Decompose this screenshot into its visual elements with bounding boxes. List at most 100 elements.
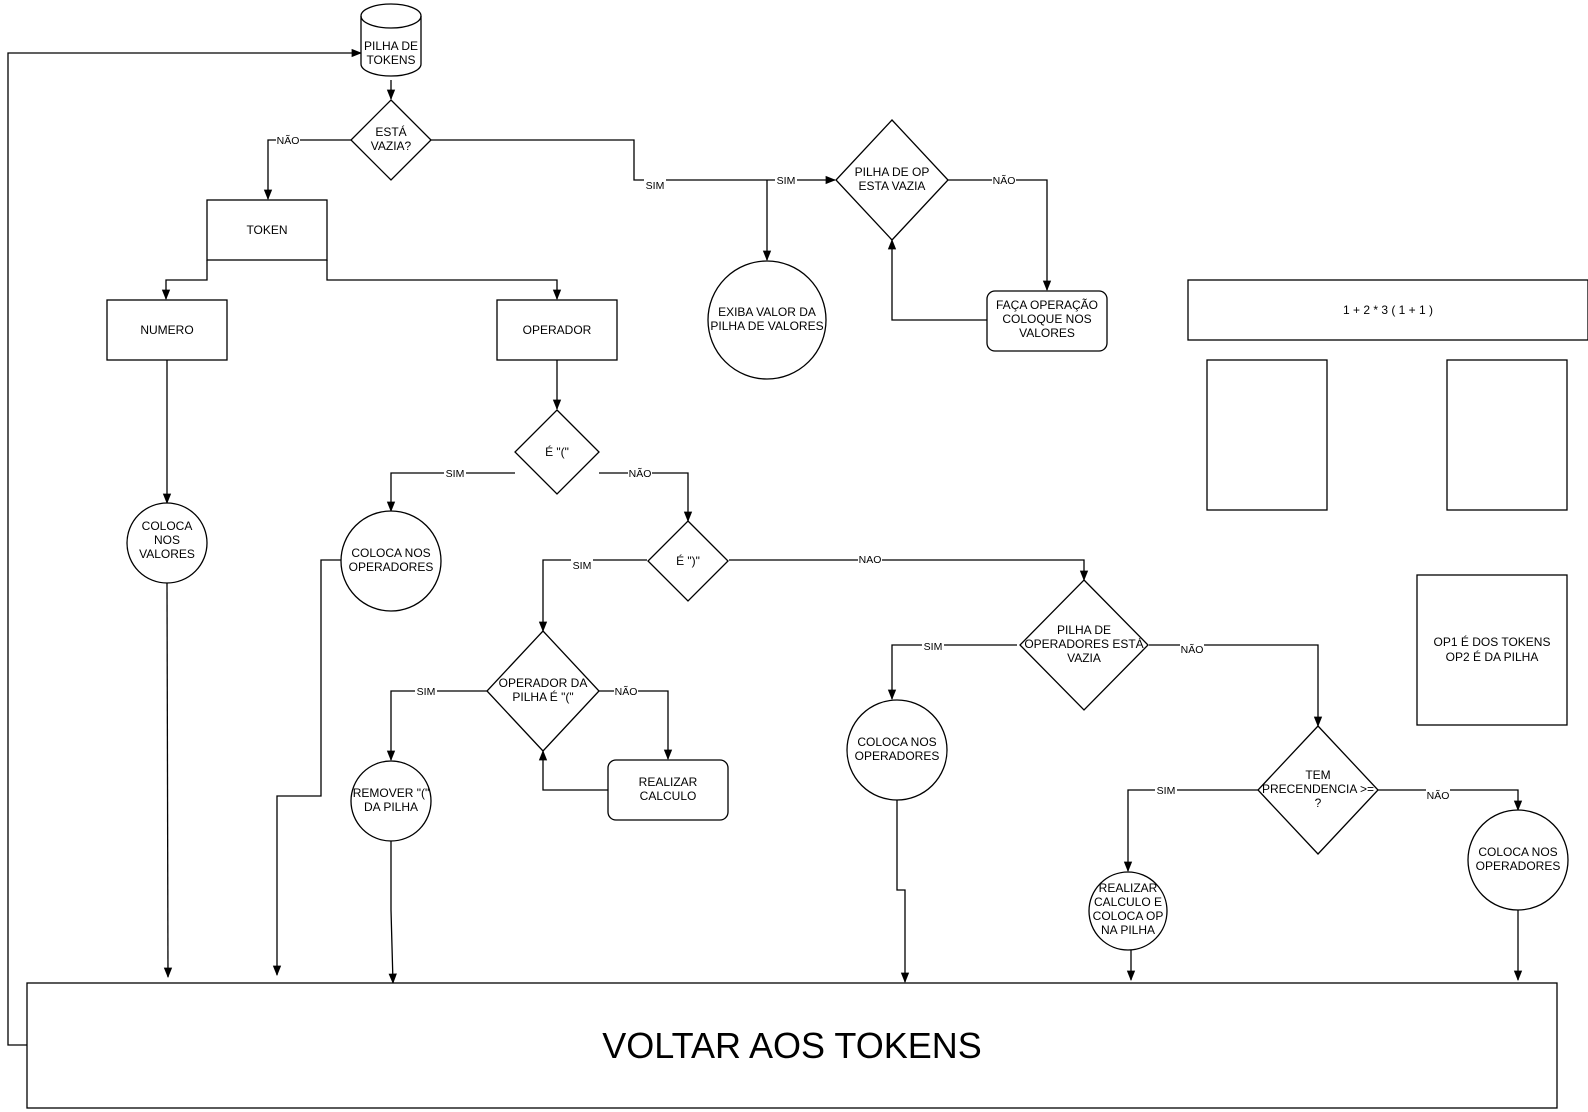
edge-pilhaopers-sim (887, 644, 1017, 701)
node-text: NUMERO (140, 323, 193, 337)
circle-shape (350, 760, 432, 842)
node-text: É "(" (545, 444, 569, 459)
label-oppilha-nao: NÃO (615, 685, 638, 698)
label-abre-sim: SIM (446, 468, 465, 480)
edge-vazia-nao-token (263, 139, 351, 201)
label-pilhaopers-sim: SIM (924, 641, 943, 653)
circle-shape (1467, 809, 1569, 911)
edge-labels: NÃO SIM SIM NÃO SIM NÃO SIM NAO SIM NÃO … (276, 134, 1450, 802)
diamond-shape (1257, 725, 1379, 855)
rect-shape (1416, 574, 1568, 726)
edge-prec-sim (1123, 789, 1258, 873)
label-abre-nao: NÃO (629, 467, 652, 480)
label-pilhaop-sim: SIM (777, 175, 796, 187)
edge-oppilha-nao (599, 690, 673, 761)
edge-pilhaopers-nao (1149, 644, 1323, 728)
edge-abre-nao (599, 472, 693, 523)
circle-shape (707, 260, 827, 380)
e-abre-parentese-decision[interactable]: É "(" (514, 409, 600, 495)
diamond-shape (486, 630, 600, 752)
edge-pilhaop-nao-faca (948, 179, 1052, 292)
empty-box-left[interactable] (1206, 359, 1328, 511)
diamond-shape (647, 520, 729, 602)
circle-shape (126, 502, 208, 584)
edge-token-operador (326, 260, 562, 301)
edge-remover-voltar (388, 840, 397, 985)
remover-parentese-node[interactable]: REMOVER "("DA PILHA (350, 760, 432, 842)
label-vazia-sim: SIM (646, 180, 665, 192)
node-text: OPERADOR (523, 323, 592, 337)
edge-faca-to-pilhaop (887, 238, 987, 321)
rounded-rect-shape (607, 759, 729, 821)
rect-shape (106, 299, 228, 361)
circle-shape (340, 510, 442, 612)
numero-node[interactable]: NUMERO (106, 299, 228, 361)
edge-fecha-sim (538, 559, 647, 633)
edge-operadores2-voltar (896, 800, 910, 984)
edge-valores-voltar (163, 582, 173, 979)
rounded-rect-shape (986, 290, 1108, 352)
rect-shape (206, 199, 328, 261)
edge-oppilha-sim (386, 690, 488, 762)
empty-box-right[interactable] (1446, 359, 1568, 511)
diamond-shape (1019, 579, 1149, 711)
cylinder-shape (360, 3, 422, 77)
edge-voltar-loop (7, 48, 363, 1046)
label-vazia-nao: NÃO (277, 134, 300, 147)
diamond-shape (835, 119, 949, 241)
rect-shape (26, 982, 1558, 1109)
label-fecha-nao: NAO (859, 554, 882, 566)
label-pilhaopers-nao: NÃO (1181, 643, 1204, 656)
edge-token-numero (161, 260, 208, 301)
node-text: TOKEN (246, 223, 287, 237)
node-text: REMOVER "("DA PILHA (353, 786, 430, 814)
token-node[interactable]: TOKEN (206, 199, 328, 261)
operador-node[interactable]: OPERADOR (496, 299, 618, 361)
label-pilhaop-nao: NÃO (993, 174, 1016, 187)
rect-shape (496, 299, 618, 361)
edge-realizar-to-oppilha (538, 749, 608, 791)
rect-shape (1187, 279, 1588, 341)
edge-abre-sim (386, 472, 515, 513)
node-text: 1 + 2 * 3 ( 1 + 1 ) (1343, 303, 1433, 317)
edge-fecha-nao (729, 559, 1089, 582)
expression-box[interactable]: 1 + 2 * 3 ( 1 + 1 ) (1187, 279, 1588, 341)
diamond-shape (514, 409, 600, 495)
e-fecha-parentese-decision[interactable]: É ")" (647, 520, 729, 602)
edge-vazia-sim-pilhaop (431, 139, 837, 185)
edge-operadores1-voltar (272, 559, 341, 977)
voltar-aos-tokens-node[interactable]: VOLTAR AOS TOKENS (26, 982, 1558, 1109)
label-prec-nao: NÃO (1427, 789, 1450, 802)
